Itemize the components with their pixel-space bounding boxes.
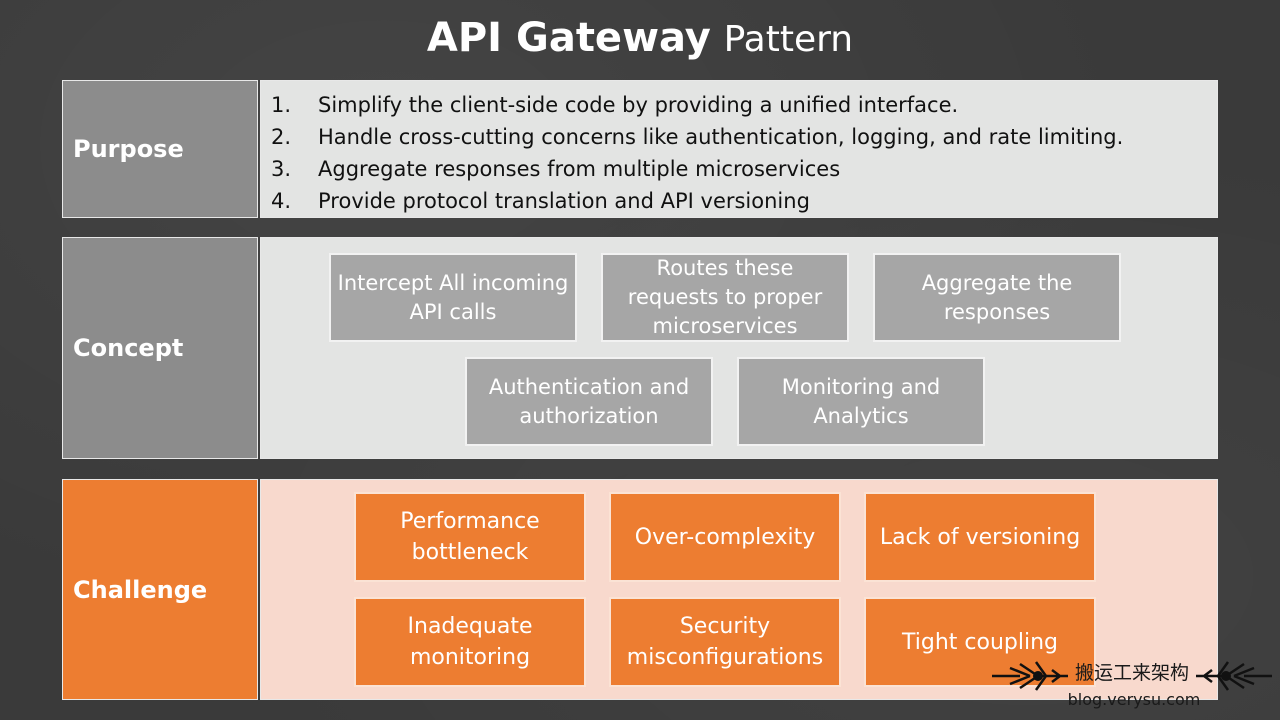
purpose-item-text: Aggregate responses from multiple micros… (318, 157, 841, 181)
challenge-content: Performance bottleneck Over-complexity L… (260, 479, 1218, 700)
purpose-item-text: Handle cross-cutting concerns like authe… (318, 125, 1124, 149)
ornament-right-icon (1196, 661, 1272, 691)
challenge-box-monitoring: Inadequate monitoring (354, 597, 586, 687)
purpose-item: 3. Aggregate responses from multiple micr… (271, 153, 1123, 185)
purpose-item-number: 2. (271, 125, 292, 149)
purpose-item-number: 4. (271, 189, 292, 213)
concept-box-intercept: Intercept All incoming API calls (329, 253, 577, 342)
concept-box-auth: Authentication and authorization (465, 357, 713, 446)
purpose-row: Purpose 1. Simplify the client-side code … (62, 80, 1218, 218)
watermark: 搬运工来架构 blog.verysu.com (980, 654, 1280, 720)
watermark-url: blog.verysu.com (1067, 690, 1201, 709)
ornament-left-icon (992, 661, 1068, 691)
challenge-label: Challenge (62, 479, 258, 700)
watermark-chinese: 搬运工来架构 (1074, 662, 1189, 684)
concept-label: Concept (62, 237, 258, 459)
challenge-box-security: Security misconfigurations (609, 597, 841, 687)
purpose-content: 1. Simplify the client-side code by provi… (260, 80, 1218, 218)
purpose-list: 1. Simplify the client-side code by provi… (271, 89, 1123, 217)
purpose-item-text: Provide protocol translation and API ver… (318, 189, 810, 213)
slide-title: API Gateway Pattern (0, 12, 1280, 66)
concept-content: Intercept All incoming API calls Routes … (260, 237, 1218, 459)
purpose-item: 1. Simplify the client-side code by provi… (271, 89, 1123, 121)
purpose-item-number: 1. (271, 93, 292, 117)
challenge-box-coupling: Tight coupling (864, 597, 1096, 687)
purpose-item-number: 3. (271, 157, 292, 181)
title-light: Pattern (723, 19, 854, 60)
title-bold: API Gateway (426, 15, 711, 61)
purpose-label: Purpose (62, 80, 258, 218)
concept-box-monitoring: Monitoring and Analytics (737, 357, 985, 446)
challenge-box-performance: Performance bottleneck (354, 492, 586, 582)
concept-box-routes: Routes these requests to proper microser… (601, 253, 849, 342)
purpose-item: 4. Provide protocol translation and API v… (271, 185, 1123, 217)
concept-row: Concept Intercept All incoming API calls… (62, 237, 1218, 459)
purpose-item: 2. Handle cross-cutting concerns like aut… (271, 121, 1123, 153)
challenge-box-versioning: Lack of versioning (864, 492, 1096, 582)
concept-box-aggregate: Aggregate the responses (873, 253, 1121, 342)
challenge-box-complexity: Over-complexity (609, 492, 841, 582)
purpose-item-text: Simplify the client-side code by providi… (318, 93, 959, 117)
challenge-row: Challenge Performance bottleneck Over-co… (62, 479, 1218, 700)
